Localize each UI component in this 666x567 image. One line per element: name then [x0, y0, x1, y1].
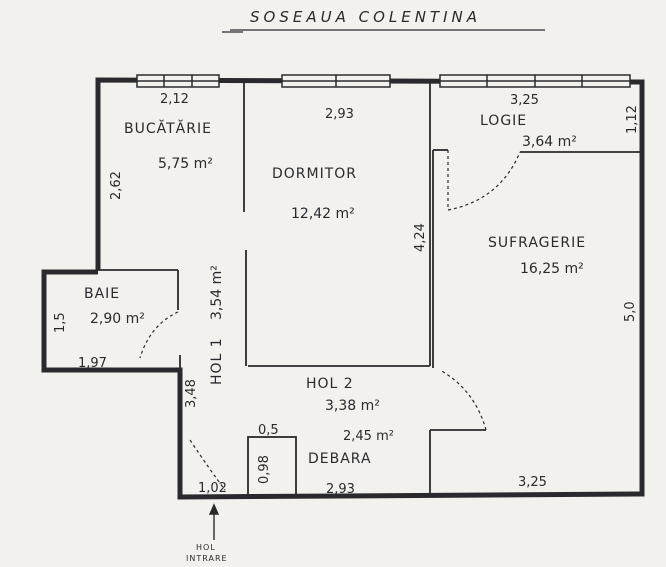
dim-bath-height: 1,5 [53, 312, 68, 333]
interior-walls [98, 82, 642, 496]
dim-hall-length: 3,48 [184, 379, 199, 408]
room-area-bath: 2,90 m² [90, 311, 145, 327]
dim-bottom-right: 3,25 [518, 475, 547, 490]
room-area-kitchen: 5,75 m² [158, 156, 213, 172]
street-title: SOSEAUA COLENTINA [250, 8, 481, 26]
entrance-label-hall: HOL [196, 543, 216, 552]
room-name-living: SUFRAGERIE [488, 235, 586, 251]
room-area-logia: 3,64 m² [522, 134, 577, 150]
room-area-bedroom: 12,42 m² [291, 206, 355, 222]
dim-closet-width: 0,5 [258, 423, 279, 438]
room-name-bedroom: DORMITOR [272, 166, 357, 182]
dim-logia-depth: 1,12 [625, 105, 640, 134]
entrance-label-entry: INTRARE [186, 554, 228, 563]
dim-entry-width: 1,02 [198, 481, 227, 496]
closet-box [247, 436, 297, 496]
outer-walls [41, 77, 645, 500]
dim-bottom-middle: 2,93 [326, 482, 355, 497]
dim-logia-width: 3,25 [510, 93, 539, 108]
dim-living-height: 5,0 [623, 301, 638, 322]
dim-kitchen-height: 2,62 [109, 171, 124, 200]
room-name-hall1: HOL 1 [209, 337, 225, 385]
dim-bedroom-height: 4,24 [413, 223, 428, 252]
room-name-bath: BAIE [84, 286, 120, 302]
room-name-logia: LOGIE [480, 113, 527, 129]
dim-kitchen-width: 2,12 [160, 92, 189, 107]
dim-closet-depth: 0,98 [257, 455, 272, 484]
room-name-hall2: HOL 2 [306, 376, 354, 392]
room-name-kitchen: BUCĂTĂRIE [124, 119, 212, 137]
windows [136, 74, 631, 88]
door-swings [139, 150, 521, 491]
room-area-living: 16,25 m² [520, 261, 584, 277]
room-area-hall1: 3,54 m² [209, 265, 225, 320]
dim-bedroom-width: 2,93 [325, 107, 354, 122]
room-area-closet: 2,45 m² [343, 429, 394, 444]
dim-bath-width: 1,97 [78, 356, 107, 371]
room-area-hall2: 3,38 m² [325, 398, 380, 414]
room-name-closet: DEBARA [308, 451, 372, 467]
entrance-arrow [208, 503, 220, 540]
